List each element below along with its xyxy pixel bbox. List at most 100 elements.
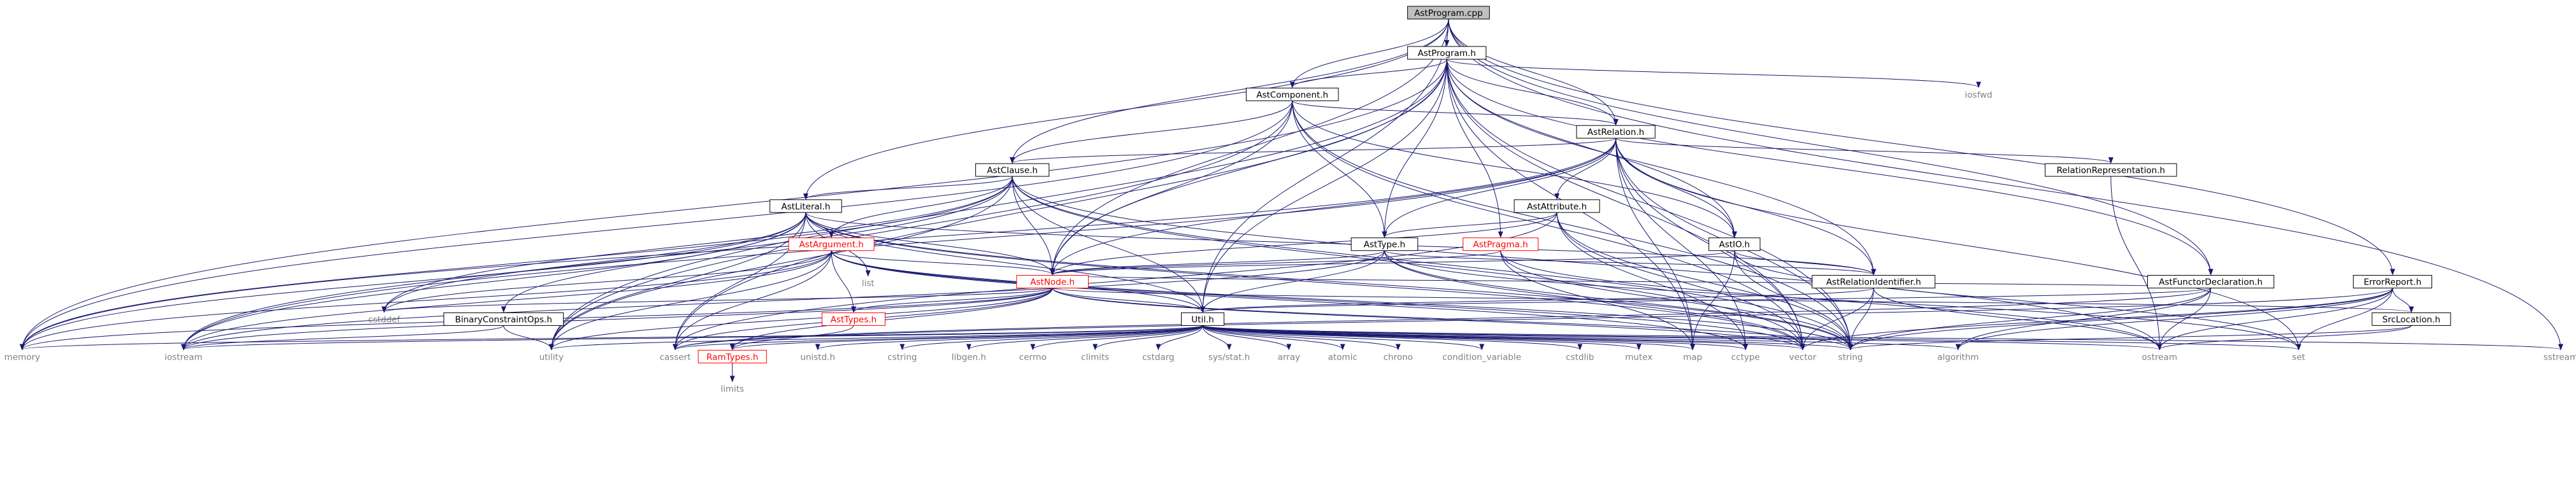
node-box: [1181, 312, 1225, 326]
node-box: [1407, 6, 1490, 20]
node-label: atomic: [1328, 352, 1357, 362]
node-utility: utility: [539, 352, 563, 362]
node-box: [821, 312, 886, 326]
node-astprogram-cpp[interactable]: AstProgram.cpp: [1407, 6, 1490, 20]
include-edge: [1446, 59, 2214, 276]
include-edge: [829, 176, 1013, 238]
include-edge: [1384, 250, 1876, 276]
include-edge: [1384, 250, 1806, 351]
node-box: [1576, 125, 1656, 139]
include-edge: [1050, 101, 1293, 276]
include-edge: [1446, 59, 1877, 276]
node-label: cassert: [659, 352, 691, 362]
node-astcomponent-h[interactable]: AstComponent.h: [1245, 87, 1339, 101]
node-box: [769, 199, 842, 213]
node-label: sys/stat.h: [1208, 352, 1250, 362]
node-astio-h[interactable]: AstIO.h: [1708, 237, 1761, 251]
node-astfunctordeclaration-h[interactable]: AstFunctorDeclaration.h: [2147, 275, 2275, 289]
node-util-h[interactable]: Util.h: [1181, 312, 1225, 326]
node-label: ErrorReport.h: [2364, 278, 2422, 288]
include-edge: [1200, 288, 2212, 313]
node-astliteral-h[interactable]: AstLiteral.h: [769, 199, 842, 213]
include-edge: [805, 212, 1055, 276]
node-algorithm: algorithm: [1937, 352, 1979, 362]
node-cstdlib: cstdlib: [1566, 352, 1594, 362]
include-edge: [1050, 274, 2212, 289]
node-ramtypes-h[interactable]: RamTypes.h: [698, 349, 767, 363]
include-edge: [1382, 138, 1617, 238]
node-sstream: sstream: [2544, 352, 2576, 362]
include-edge: [673, 325, 1203, 351]
node-label: AstProgram.h: [1418, 48, 1476, 59]
node-astpragma-h[interactable]: AstPragma.h: [1463, 237, 1539, 251]
node-relationrepresentation-h[interactable]: RelationRepresentation.h: [2045, 163, 2177, 177]
include-edge: [1615, 138, 2301, 351]
node-box: [443, 312, 564, 326]
include-edge: [1050, 250, 1735, 276]
include-edge: [1200, 18, 1449, 313]
node-astrelation-h[interactable]: AstRelation.h: [1576, 125, 1656, 139]
include-edge: [1202, 325, 2301, 351]
include-edge: [181, 176, 1013, 351]
include-edge: [1202, 325, 1961, 351]
include-edge: [1292, 101, 1387, 238]
node-box: [698, 349, 767, 363]
node-cstddef: cstddef: [368, 314, 401, 325]
include-edge: [1446, 59, 1619, 126]
include-edge: [1800, 288, 2393, 351]
node-label: array: [1278, 352, 1300, 362]
include-edge: [1012, 176, 2163, 351]
node-label: sstream: [2544, 352, 2576, 362]
node-label: vector: [1789, 352, 1817, 362]
include-edge: [1556, 212, 1854, 351]
include-edge: [673, 212, 1557, 351]
node-label: cerrno: [1019, 352, 1047, 362]
include-edge: [1202, 325, 2563, 351]
include-edge: [805, 212, 1853, 351]
node-label: libgen.h: [952, 352, 986, 362]
include-edge: [382, 176, 1013, 313]
node-astnode-h[interactable]: AstNode.h: [1016, 275, 1089, 289]
include-edge: [1848, 288, 1874, 351]
node-label: AstClause.h: [987, 165, 1038, 176]
include-edge: [1092, 325, 1203, 351]
node-astattribute-h[interactable]: AstAttribute.h: [1513, 199, 1600, 213]
node-srclocation-h[interactable]: SrcLocation.h: [2372, 312, 2451, 326]
include-edge: [1956, 288, 2393, 351]
include-edge: [1446, 59, 1503, 238]
node-astrelationidentifier-h[interactable]: AstRelationIdentifier.h: [1812, 275, 1936, 289]
node-asttype-h[interactable]: AstType.h: [1350, 237, 1419, 251]
include-edge: [1615, 137, 2114, 164]
node-binaryconstraintops-h[interactable]: BinaryConstraintOps.h: [443, 312, 564, 326]
include-edge: [1500, 250, 1696, 351]
include-edge: [1030, 325, 1203, 351]
include-edge: [1200, 250, 1385, 313]
include-edge: [1202, 325, 2162, 351]
node-label: list: [862, 279, 875, 289]
node-errorreport-h[interactable]: ErrorReport.h: [2352, 275, 2433, 289]
node-astargument-h[interactable]: AstArgument.h: [788, 237, 875, 251]
node-libgen-h: libgen.h: [952, 352, 986, 362]
include-edge: [1734, 250, 1854, 351]
node-label: SrcLocation.h: [2382, 314, 2440, 325]
include-edge: [503, 325, 554, 351]
include-edge: [548, 176, 1013, 351]
node-label: AstIO.h: [1719, 240, 1750, 250]
node-label: AstRelationIdentifier.h: [1826, 278, 1921, 288]
node-asttypes-h[interactable]: AstTypes.h: [821, 312, 886, 326]
node-label: ostream: [2142, 352, 2177, 362]
node-astprogram-h[interactable]: AstProgram.h: [1407, 46, 1487, 60]
node-memory: memory: [4, 352, 40, 362]
include-edge: [2157, 288, 2393, 351]
include-edge: [1050, 250, 1385, 276]
node-iostream: iostream: [164, 352, 202, 362]
include-edge: [1615, 138, 1696, 351]
node-label: unistd.h: [800, 352, 835, 362]
node-sys-stat-h: sys/stat.h: [1208, 352, 1250, 362]
node-cerrno: cerrno: [1019, 352, 1047, 362]
include-edge: [181, 288, 1053, 351]
include-edge: [548, 250, 832, 351]
include-edge: [19, 101, 1293, 351]
node-astclause-h[interactable]: AstClause.h: [975, 163, 1050, 177]
include-edge: [1292, 101, 1806, 351]
